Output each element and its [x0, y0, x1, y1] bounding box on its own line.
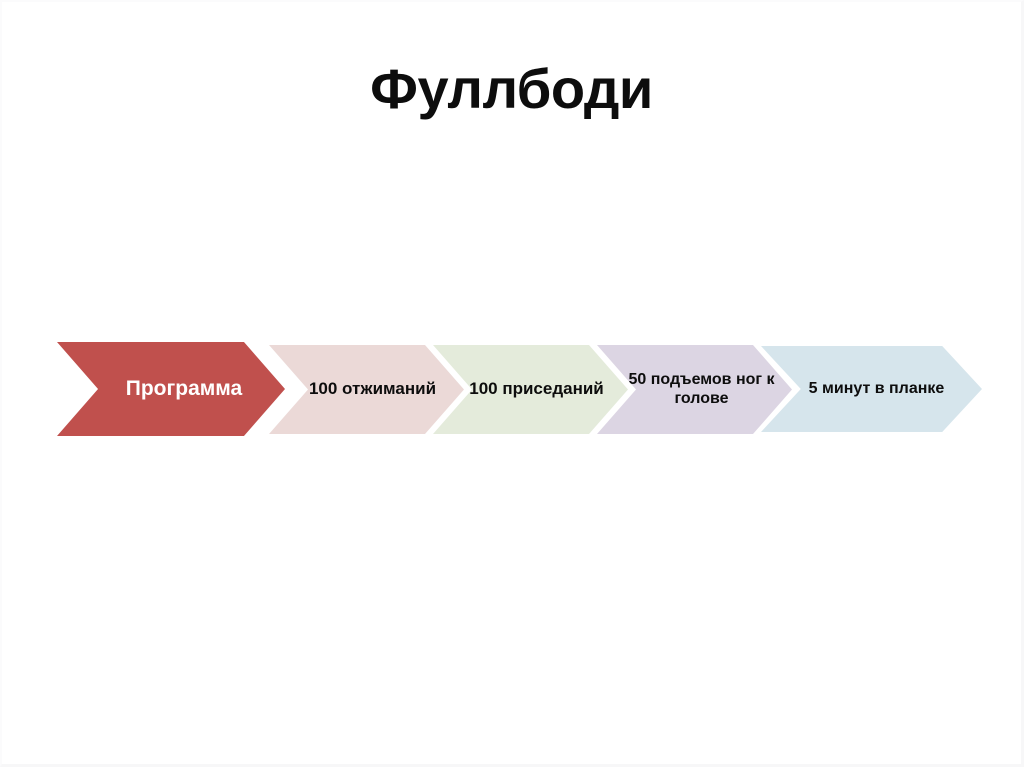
chevron-step-4-label: 50 подъемов ног к голове	[628, 370, 775, 407]
chevron-step-1-label: Программа	[125, 376, 243, 400]
chevron-step-1[interactable]: Программа	[57, 342, 285, 436]
page-title: Фуллбоди	[370, 57, 653, 120]
process-chevron-diagram: Программа 100 отжиманий 100 приседаний 5…	[57, 342, 982, 437]
chevron-step-5[interactable]: 5 минут в планке	[761, 346, 982, 432]
chevron-step-2[interactable]: 100 отжиманий	[269, 345, 464, 434]
chevron-step-5-label: 5 минут в планке	[808, 379, 945, 397]
chevron-step-2-label: 100 отжиманий	[308, 379, 437, 399]
chevron-step-3-label: 100 приседаний	[469, 379, 604, 399]
